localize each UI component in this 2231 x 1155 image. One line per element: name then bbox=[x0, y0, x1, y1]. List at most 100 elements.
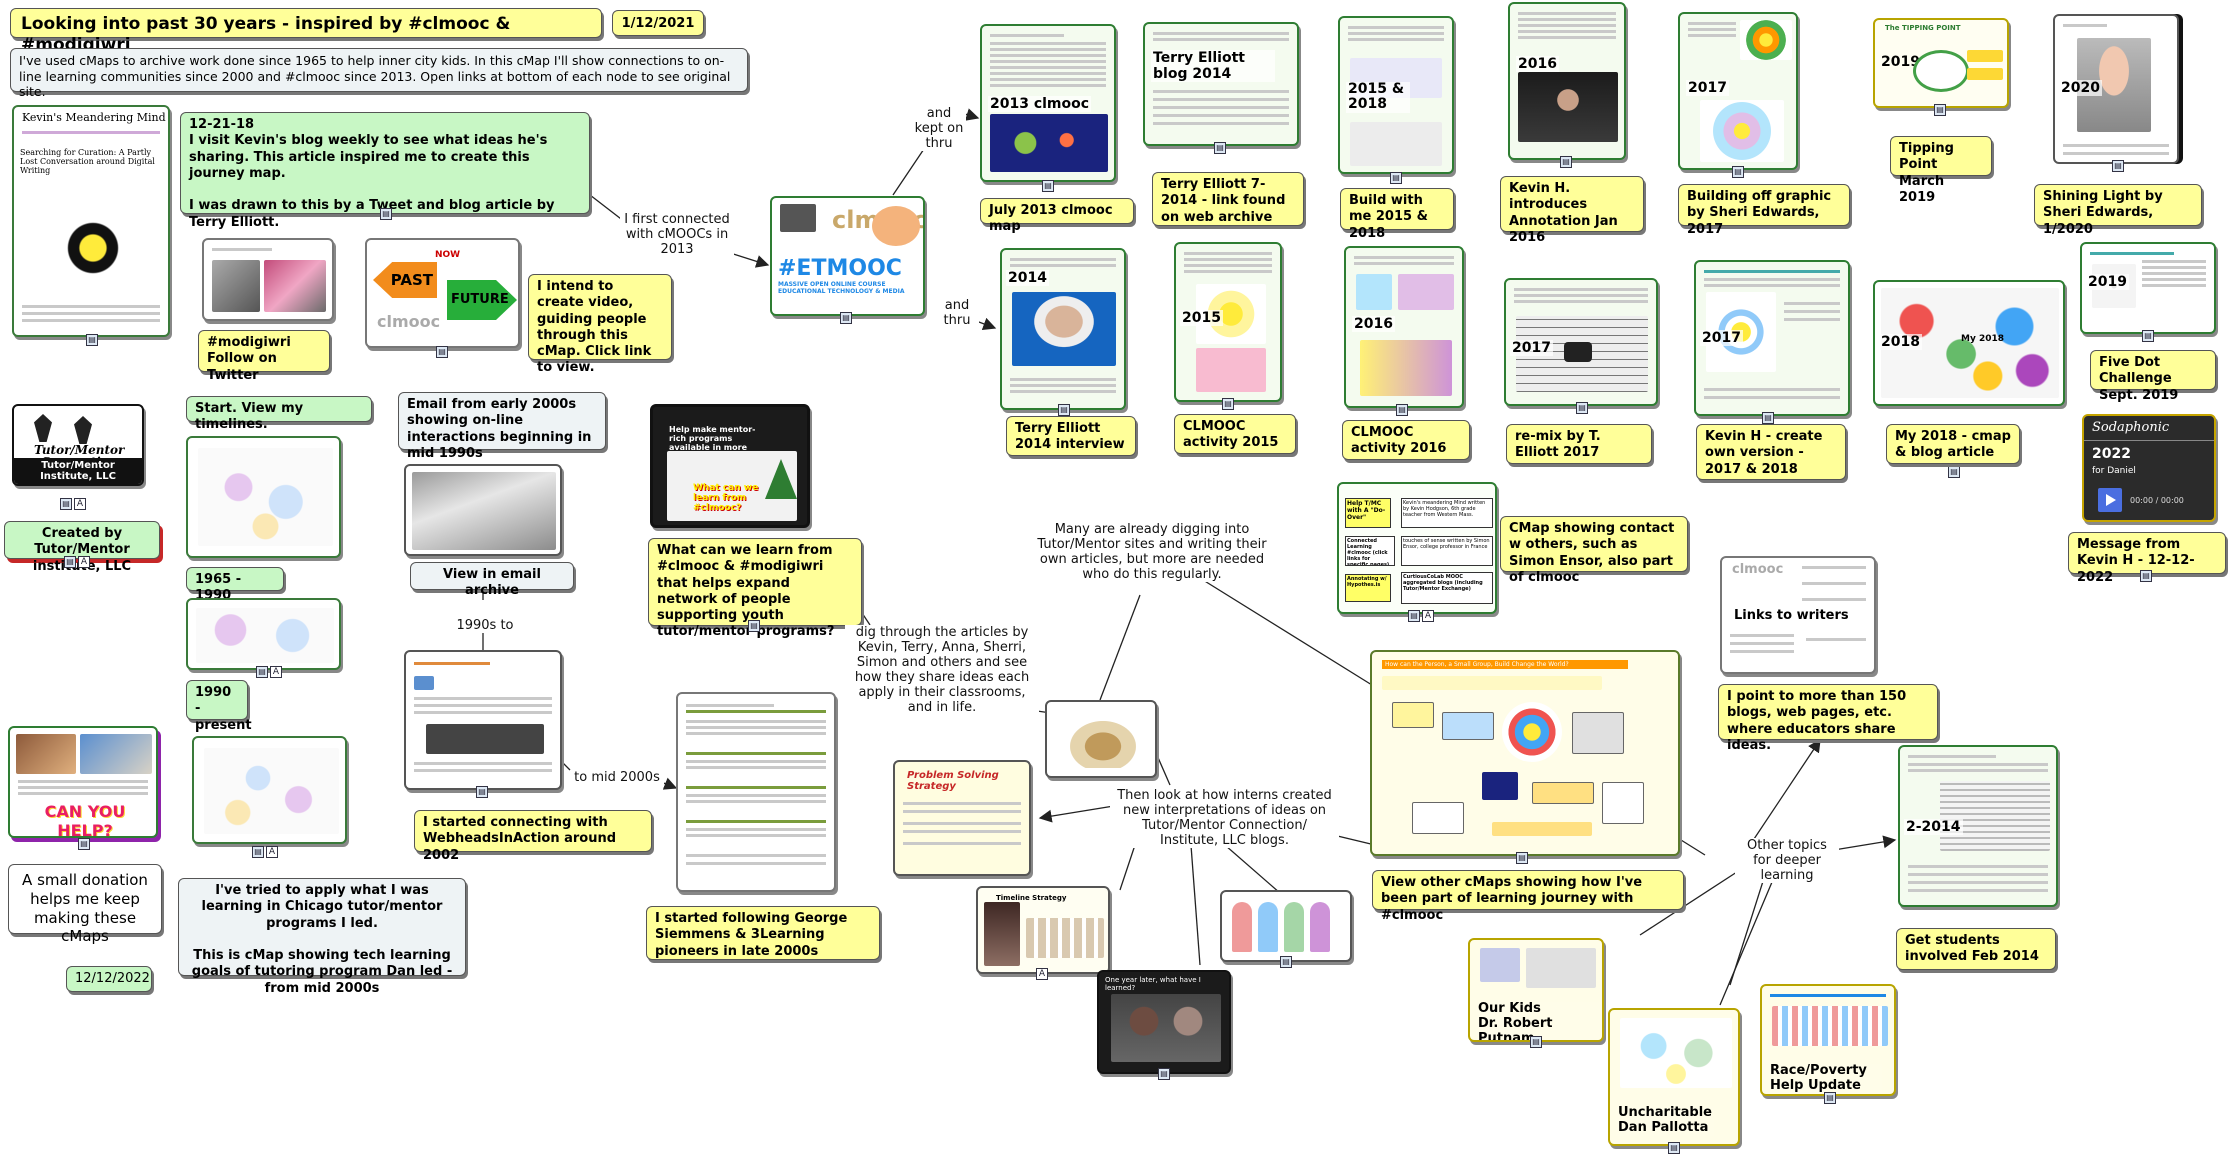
webheads-note[interactable]: I started connecting with WebheadsInActi… bbox=[414, 810, 652, 863]
sheri-2017-thumbnail[interactable]: 2017 bbox=[1678, 12, 1798, 170]
students-year: 2-2014 bbox=[1904, 819, 1963, 835]
students-2014-label[interactable]: Get students involved Feb 2014 bbox=[1896, 928, 2056, 970]
five-dot-year: 2019 bbox=[2086, 274, 2129, 290]
modigiwri-twitter-thumbnail[interactable] bbox=[202, 238, 334, 321]
terry-blog-thumbnail[interactable]: Terry Elliott blog 2014 bbox=[1143, 22, 1299, 146]
race-poverty-thumbnail[interactable]: Race/Poverty Help Update bbox=[1760, 984, 1896, 1096]
link-many-digging: Many are already digging into Tutor/Ment… bbox=[1025, 522, 1279, 582]
siemmens-thumbnail[interactable] bbox=[676, 692, 836, 892]
email-early-note: Email from early 2000s showing on-line i… bbox=[398, 392, 606, 461]
links-to-writers-title: Links to writers bbox=[1732, 608, 1851, 623]
terry-interview-thumbnail[interactable]: 2014 bbox=[1000, 248, 1126, 410]
clmooc-2013-thumbnail[interactable]: 2013 clmooc bbox=[980, 24, 1116, 182]
my-2018-thumbnail[interactable]: 2018 My 2018 bbox=[1873, 280, 2065, 406]
kevin-version-thumbnail[interactable]: 2017 bbox=[1694, 260, 1850, 416]
build-with-me-thumbnail[interactable]: 2015 & 2018 bbox=[1338, 16, 1454, 174]
problem-solving-title: Problem Solving Strategy bbox=[907, 770, 999, 792]
timeline-strategy-graphic[interactable]: Timeline Strategy bbox=[976, 886, 1110, 974]
remix-label[interactable]: re-mix by T. Elliott 2017 bbox=[1506, 424, 1652, 464]
start-timelines-label: Start. View my timelines. bbox=[186, 396, 372, 432]
timeline-1990-thumbnail[interactable] bbox=[186, 598, 341, 670]
created-by-label: Created by Tutor/Mentor institute, LLC bbox=[4, 521, 160, 574]
terry-interview-label[interactable]: Terry Elliott 2014 interview bbox=[1006, 416, 1136, 456]
kevin-version-label[interactable]: Kevin H - create own version - 2017 & 20… bbox=[1696, 424, 1846, 480]
etmooc-logo: #ETMOOC bbox=[778, 256, 902, 281]
links-to-writers-thumbnail[interactable]: clmooc Links to writers bbox=[1720, 556, 1876, 674]
email-archive-thumbnail[interactable] bbox=[404, 464, 562, 556]
my-2018-year: 2018 bbox=[1879, 334, 1922, 350]
tutoring-goals-thumbnail[interactable] bbox=[192, 736, 347, 844]
email-archive-link[interactable]: View in email archive bbox=[410, 562, 574, 598]
tipping-point-label[interactable]: Tipping Point March 2019 bbox=[1890, 136, 1992, 205]
contact-item-4: Annotating w/ Hypothes.is bbox=[1345, 574, 1391, 602]
donation-note[interactable]: A small donation helps me keep making th… bbox=[8, 864, 162, 945]
kevin-annotation-thumbnail[interactable]: 2016 bbox=[1508, 2, 1626, 160]
sodaphonic-brand: Sodaphonic bbox=[2092, 420, 2170, 435]
clmooc-2013-label[interactable]: July 2013 clmooc map bbox=[980, 198, 1134, 234]
our-kids-thumbnail[interactable]: Our Kids Dr. Robert Putnam bbox=[1468, 938, 1604, 1042]
message-kevin-label[interactable]: Message from Kevin H - 12-12-2022 bbox=[2068, 532, 2226, 585]
contact-cmap-thumbnail[interactable]: Help T/MC with A "Do-Over" Kevin's meand… bbox=[1337, 482, 1497, 614]
sheri-2017-year: 2017 bbox=[1686, 80, 1729, 96]
contact-cmap-label[interactable]: CMap showing contact w others, such as S… bbox=[1500, 516, 1688, 585]
timeline-1965-thumbnail[interactable] bbox=[186, 436, 341, 558]
one-year-later-title: One year later, what have I learned? bbox=[1105, 976, 1201, 992]
five-dot-thumbnail[interactable]: 2019 bbox=[2080, 242, 2216, 334]
timeline-strategy-title: Timeline Strategy bbox=[996, 894, 1067, 902]
journey-cmap-label[interactable]: View other cMaps showing how I've been p… bbox=[1372, 870, 1684, 923]
now-label: NOW bbox=[435, 250, 461, 260]
shining-light-label[interactable]: Shining Light by Sheri Edwards, 1/2020 bbox=[2034, 184, 2202, 237]
video-guide-note[interactable]: I intend to create video, guiding people… bbox=[528, 274, 672, 375]
interns-figures-graphic[interactable] bbox=[1220, 890, 1352, 962]
problem-solving-graphic[interactable]: Problem Solving Strategy bbox=[893, 760, 1031, 876]
contact-item-2: Connected Learning #clmooc (click links … bbox=[1345, 536, 1395, 566]
shining-light-thumbnail[interactable]: 2020 bbox=[2053, 14, 2179, 164]
point-150-blogs[interactable]: I point to more than 150 blogs, web page… bbox=[1718, 684, 1938, 753]
sodaphonic-player[interactable]: Sodaphonic 2022 for Daniel 00:00 / 00:00 bbox=[2082, 414, 2216, 522]
tipping-point-thumbnail[interactable]: The TIPPING POINT 2019 bbox=[1873, 18, 2009, 108]
timeline-1965-1990[interactable]: 1965 - 1990 bbox=[186, 567, 284, 603]
mentor-rich-graphic[interactable]: Help make mentor-rich programs available… bbox=[650, 404, 810, 528]
journey-cmap-header: How can the Person, a Small Group, Build… bbox=[1382, 660, 1628, 669]
clmooc-2016-label[interactable]: CLMOOC activity 2016 bbox=[1342, 420, 1470, 460]
webheads-thumbnail[interactable] bbox=[404, 650, 562, 790]
kevins-blog-thumbnail[interactable]: Kevin's Meandering Mind Searching for Cu… bbox=[12, 105, 170, 337]
contact-item-5: CurtiousCoLab MOOC aggregated blogs (inc… bbox=[1401, 572, 1493, 604]
contact-item-3: touches of sense written by Simon Ensor,… bbox=[1401, 536, 1493, 566]
build-with-me-label[interactable]: Build with me 2015 & 2018 bbox=[1340, 188, 1454, 241]
clmooc-2016-thumbnail[interactable]: 2016 bbox=[1344, 246, 1464, 408]
our-kids-label: Our Kids Dr. Robert Putnam bbox=[1476, 1001, 1602, 1040]
remix-thumbnail[interactable]: 2017 bbox=[1504, 278, 1658, 406]
clmooc-etmooc-graphic[interactable]: clmooc #ETMOOC MASSIVE OPEN ONLINE COURS… bbox=[770, 196, 925, 316]
sodaphonic-year: 2022 bbox=[2092, 446, 2131, 462]
intro-text: I've used cMaps to archive work done sin… bbox=[10, 48, 748, 99]
bottom-date: 12/12/2022 bbox=[66, 966, 152, 992]
donation-graphic[interactable]: CAN YOU HELP? bbox=[8, 726, 158, 838]
clmooc-2015-thumbnail[interactable]: 2015 bbox=[1174, 242, 1282, 402]
link-then-look: Then look at how interns created new int… bbox=[1110, 788, 1339, 848]
students-2014-thumbnail[interactable]: 2-2014 bbox=[1898, 745, 2058, 907]
my-2018-label[interactable]: My 2018 - cmap & blog article bbox=[1886, 424, 2020, 464]
sheri-2017-label[interactable]: Building off graphic by Sheri Edwards, 2… bbox=[1678, 184, 1850, 237]
shining-year: 2020 bbox=[2059, 80, 2102, 96]
five-dot-label[interactable]: Five Dot Challenge Sept. 2019 bbox=[2090, 350, 2216, 403]
link-1990s-to: 1990s to bbox=[450, 618, 520, 633]
kevin-annotation-year: 2016 bbox=[1516, 56, 1559, 72]
kevin-annotation-label[interactable]: Kevin H. introduces Annotation Jan 2016 bbox=[1500, 176, 1644, 245]
siemmens-note[interactable]: I started following George Siemmens & 3L… bbox=[646, 906, 880, 960]
uncharitable-thumbnail[interactable]: Uncharitable Dan Pallotta bbox=[1608, 1008, 1740, 1146]
one-year-later-graphic[interactable]: One year later, what have I learned? bbox=[1097, 970, 1231, 1074]
title-date: 1/12/2021 bbox=[612, 10, 704, 36]
timeline-1990-present[interactable]: 1990 - present bbox=[186, 680, 252, 733]
terry-archive-label[interactable]: Terry Elliott 7-2014 - link found on web… bbox=[1152, 172, 1304, 226]
link-to-mid-2000s: to mid 2000s bbox=[570, 770, 664, 785]
clmooc-2015-label[interactable]: CLMOOC activity 2015 bbox=[1174, 414, 1296, 454]
page-title: Looking into past 30 years - inspired by… bbox=[10, 8, 602, 55]
what-can-we-learn[interactable]: What can we learn from #clmooc & #modigi… bbox=[648, 538, 862, 639]
donation-ask: CAN YOU HELP? bbox=[44, 802, 126, 838]
modigiwri-follow-link[interactable]: #modigiwri Follow on Twitter bbox=[198, 330, 330, 383]
tutor-mentor-logo[interactable]: Tutor/Mentor Connection Tutor/Mentor Ins… bbox=[12, 404, 144, 486]
past-future-video-thumbnail[interactable]: PAST NOW FUTURE clmooc bbox=[365, 238, 520, 348]
journey-cmap-thumbnail[interactable]: How can the Person, a Small Group, Build… bbox=[1370, 650, 1680, 856]
nest-image[interactable] bbox=[1045, 700, 1157, 778]
